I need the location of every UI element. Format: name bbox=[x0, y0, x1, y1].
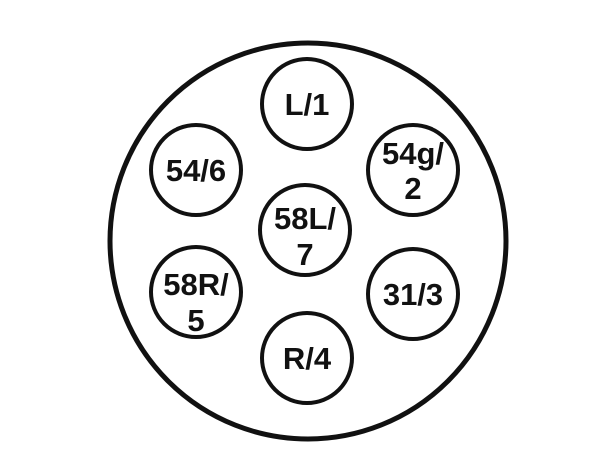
pin-2: 54g/ 2 bbox=[366, 123, 460, 217]
pin-3: 31/3 bbox=[366, 247, 460, 341]
pin-2-label-line-2: 2 bbox=[404, 171, 421, 206]
pin-5-circle bbox=[149, 245, 243, 339]
pin-1-circle bbox=[260, 57, 354, 151]
connector-outline bbox=[107, 40, 509, 442]
pin-2-circle bbox=[366, 123, 460, 217]
pin-7-label-line-2: 7 bbox=[296, 237, 313, 272]
pin-2-label-line-1: 54g/ bbox=[382, 136, 444, 171]
pin-4-label: R/4 bbox=[283, 341, 332, 376]
pin-3-label: 31/3 bbox=[383, 277, 443, 312]
pin-1: L/1 bbox=[260, 57, 354, 151]
pin-5-label-line-1: 58R/ bbox=[163, 267, 229, 302]
pin-7-circle bbox=[258, 183, 352, 277]
pin-1-label: L/1 bbox=[285, 87, 330, 122]
pin-5: 58R/ 5 bbox=[149, 245, 243, 339]
pin-7-label-line-1: 58L/ bbox=[274, 201, 336, 236]
pin-3-circle bbox=[366, 247, 460, 341]
pin-6-circle bbox=[149, 123, 243, 217]
pin-4-circle bbox=[260, 311, 354, 405]
pin-6-label: 54/6 bbox=[166, 153, 226, 188]
pin-6: 54/6 bbox=[149, 123, 243, 217]
pin-4: R/4 bbox=[260, 311, 354, 405]
pin-5-label-line-2: 5 bbox=[187, 303, 204, 338]
pin-7: 58L/ 7 bbox=[258, 183, 352, 277]
